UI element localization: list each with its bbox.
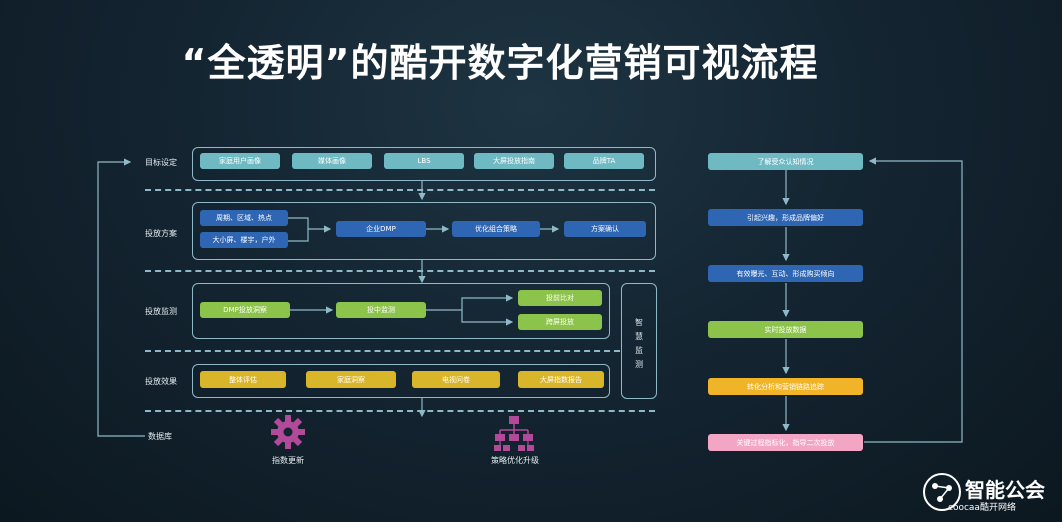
watermark-subtitle: coocaa酷开网络 [948,503,1016,513]
hierarchy-icon [494,416,534,451]
right-flow-step-5: 转化分析和营销链路追踪 [708,378,863,395]
gear-icon [271,415,305,449]
monitor-compare: 投前比对 [518,290,602,306]
monitor-cross: 跨屏投放 [518,314,602,330]
smart-monitor-label: 智慧监测 [635,318,643,369]
page-title: “全透明”的酷开数字化营销可视流程 [181,41,819,85]
row-label-plan: 投放方案 [145,229,177,238]
effect-item: 家庭洞察 [306,371,396,388]
row-label-database: 数据库 [148,432,172,441]
effect-item: 大屏指数报告 [518,371,604,388]
row-label-monitor: 投放监测 [145,307,177,316]
right-flow-step-1: 了解受众认知情况 [708,153,863,170]
right-flow-step-6: 关键过程指标化，指导二次投放 [708,434,863,451]
row-label-effect: 投放效果 [145,377,177,386]
plan-confirm: 方案确认 [564,221,646,237]
goal-item: LBS [384,153,464,169]
goal-item: 品牌TA [564,153,644,169]
smart-monitor-box [621,283,657,399]
separator [145,410,655,412]
monitor-mid: 投中监测 [336,302,426,318]
strategy-upgrade-label: 策略优化升级 [491,456,539,465]
right-flow-step-2: 引起兴趣，形成品牌偏好 [708,209,863,226]
effect-item: 整体评估 [200,371,286,388]
watermark-logo-icon [923,473,961,511]
separator [145,350,620,352]
plan-panel [192,202,656,260]
goal-item: 家庭用户画像 [200,153,280,169]
watermark-title: 智能公会 [965,478,1045,502]
effect-panel [192,364,610,398]
separator [145,189,655,191]
right-flow-step-3: 有效曝光、互动、形成购买倾向 [708,265,863,282]
plan-input: 大小屏、楼宇，户外 [200,232,288,248]
effect-item: 电视问卷 [412,371,500,388]
goal-item: 媒体画像 [292,153,372,169]
plan-dmp: 企业DMP [336,221,426,237]
goal-panel [192,147,656,181]
separator [145,270,655,272]
monitor-dmp: DMP投放洞察 [200,302,290,318]
plan-input: 周期、区域、热点 [200,210,288,226]
right-flow-step-4: 实时投放数据 [708,321,863,338]
plan-optimize: 优化组合策略 [452,221,540,237]
row-label-goal: 目标设定 [145,158,177,167]
goal-item: 大屏投放指南 [474,153,554,169]
index-update-label: 指数更新 [272,456,304,465]
monitor-panel [192,283,610,339]
